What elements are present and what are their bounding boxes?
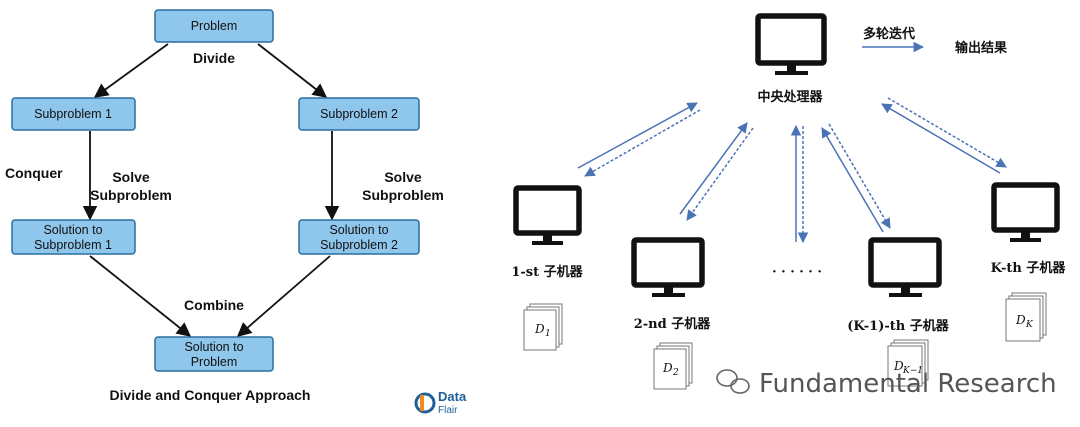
arrow-w3-down: [828, 123, 891, 229]
worker1-label: 1-st 子机器: [511, 264, 583, 280]
data1-subscript: 1: [545, 329, 551, 339]
watermark-text: Fundamental Research: [759, 369, 1057, 399]
arrow-w4-down: [887, 97, 1007, 168]
conquer-label: Conquer: [5, 165, 63, 181]
solution2-label-line1: Solution to: [329, 223, 388, 237]
final-label-line1: Solution to: [184, 340, 243, 354]
ellipsis-label: · · · · · ·: [772, 265, 822, 280]
arrow-w2-down: [686, 127, 754, 221]
worker4-label: K-th 子机器: [991, 260, 1067, 276]
data3-doc-icon: D K−1: [887, 339, 929, 387]
data2-subscript: 2: [672, 368, 679, 378]
arrow-problem-to-sub2: [257, 43, 328, 98]
arrow-w2-up: [679, 122, 748, 215]
central-label: 中央处理器: [757, 89, 823, 105]
distributed-diagram: 中央处理器 多轮迭代 输出结果 1-st 子机器 2-nd 子机器 · · · …: [511, 13, 1067, 390]
data1-doc-icon: D 1: [523, 303, 563, 351]
solve-left-label-1: Solve: [112, 169, 150, 185]
worker3-monitor-icon: [868, 237, 942, 297]
arrow-w1-down: [584, 109, 701, 177]
problem-label: Problem: [191, 19, 238, 33]
data1-symbol: D: [534, 322, 545, 336]
arrow-sol1-to-final: [89, 255, 192, 337]
data4-doc-icon: D K: [1005, 292, 1047, 342]
data3-symbol: D: [893, 359, 904, 373]
dataflair-logo-icon: [414, 392, 436, 414]
final-label-line2: Problem: [191, 355, 238, 369]
solve-left-label-2: Subproblem: [90, 187, 172, 203]
solve-right-label-2: Subproblem: [362, 187, 444, 203]
solution1-label-line1: Solution to: [43, 223, 102, 237]
arrow-w4-up: [881, 103, 1001, 174]
arrow-problem-to-sub1: [93, 43, 169, 98]
solve-right-label-1: Solve: [384, 169, 422, 185]
dataflair-logo: Data Flair: [414, 389, 467, 416]
subproblem1-box: Subproblem 1: [11, 97, 136, 131]
problem-box: Problem: [154, 9, 274, 43]
solution1-box: Solution to Subproblem 1: [11, 219, 136, 255]
watermark: Fundamental Research: [716, 369, 1057, 399]
subproblem2-box: Subproblem 2: [298, 97, 420, 131]
central-monitor-icon: [755, 13, 827, 75]
arrow-w3-up: [821, 127, 884, 233]
subproblem2-label: Subproblem 2: [320, 107, 398, 121]
combine-label: Combine: [184, 297, 244, 313]
worker1-monitor-icon: [513, 185, 582, 245]
logo-word2: Flair: [438, 405, 458, 416]
worker3-label: (K-1)-th 子机器: [847, 318, 949, 334]
arrow-w1-up: [577, 102, 698, 169]
divide-conquer-diagram: Problem Subproblem 1 Subproblem 2 Soluti…: [5, 9, 467, 416]
worker4-monitor-icon: [991, 182, 1060, 242]
subproblem1-label: Subproblem 1: [34, 107, 112, 121]
caption: Divide and Conquer Approach: [110, 387, 311, 403]
solution2-label-line2: Subproblem 2: [320, 238, 398, 252]
connection-arrows: [577, 97, 1007, 244]
solution2-box: Solution to Subproblem 2: [298, 219, 420, 255]
legend-output-label: 输出结果: [955, 40, 1007, 56]
legend-iter-label: 多轮迭代: [863, 26, 915, 42]
wechat-icon: [716, 369, 750, 394]
legend: 多轮迭代 输出结果: [862, 26, 1007, 56]
divide-label: Divide: [193, 50, 235, 66]
worker2-monitor-icon: [631, 237, 705, 297]
data4-subscript: K: [1025, 320, 1034, 330]
logo-word1: Data: [438, 389, 467, 404]
data2-symbol: D: [662, 361, 673, 375]
arrow-sol2-to-final: [236, 255, 331, 337]
final-solution-box: Solution to Problem: [154, 336, 274, 372]
data2-doc-icon: D 2: [653, 342, 693, 390]
data3-subscript: K−1: [902, 366, 923, 376]
solution1-label-line2: Subproblem 1: [34, 238, 112, 252]
worker2-label: 2-nd 子机器: [634, 316, 712, 332]
data4-symbol: D: [1015, 313, 1026, 327]
